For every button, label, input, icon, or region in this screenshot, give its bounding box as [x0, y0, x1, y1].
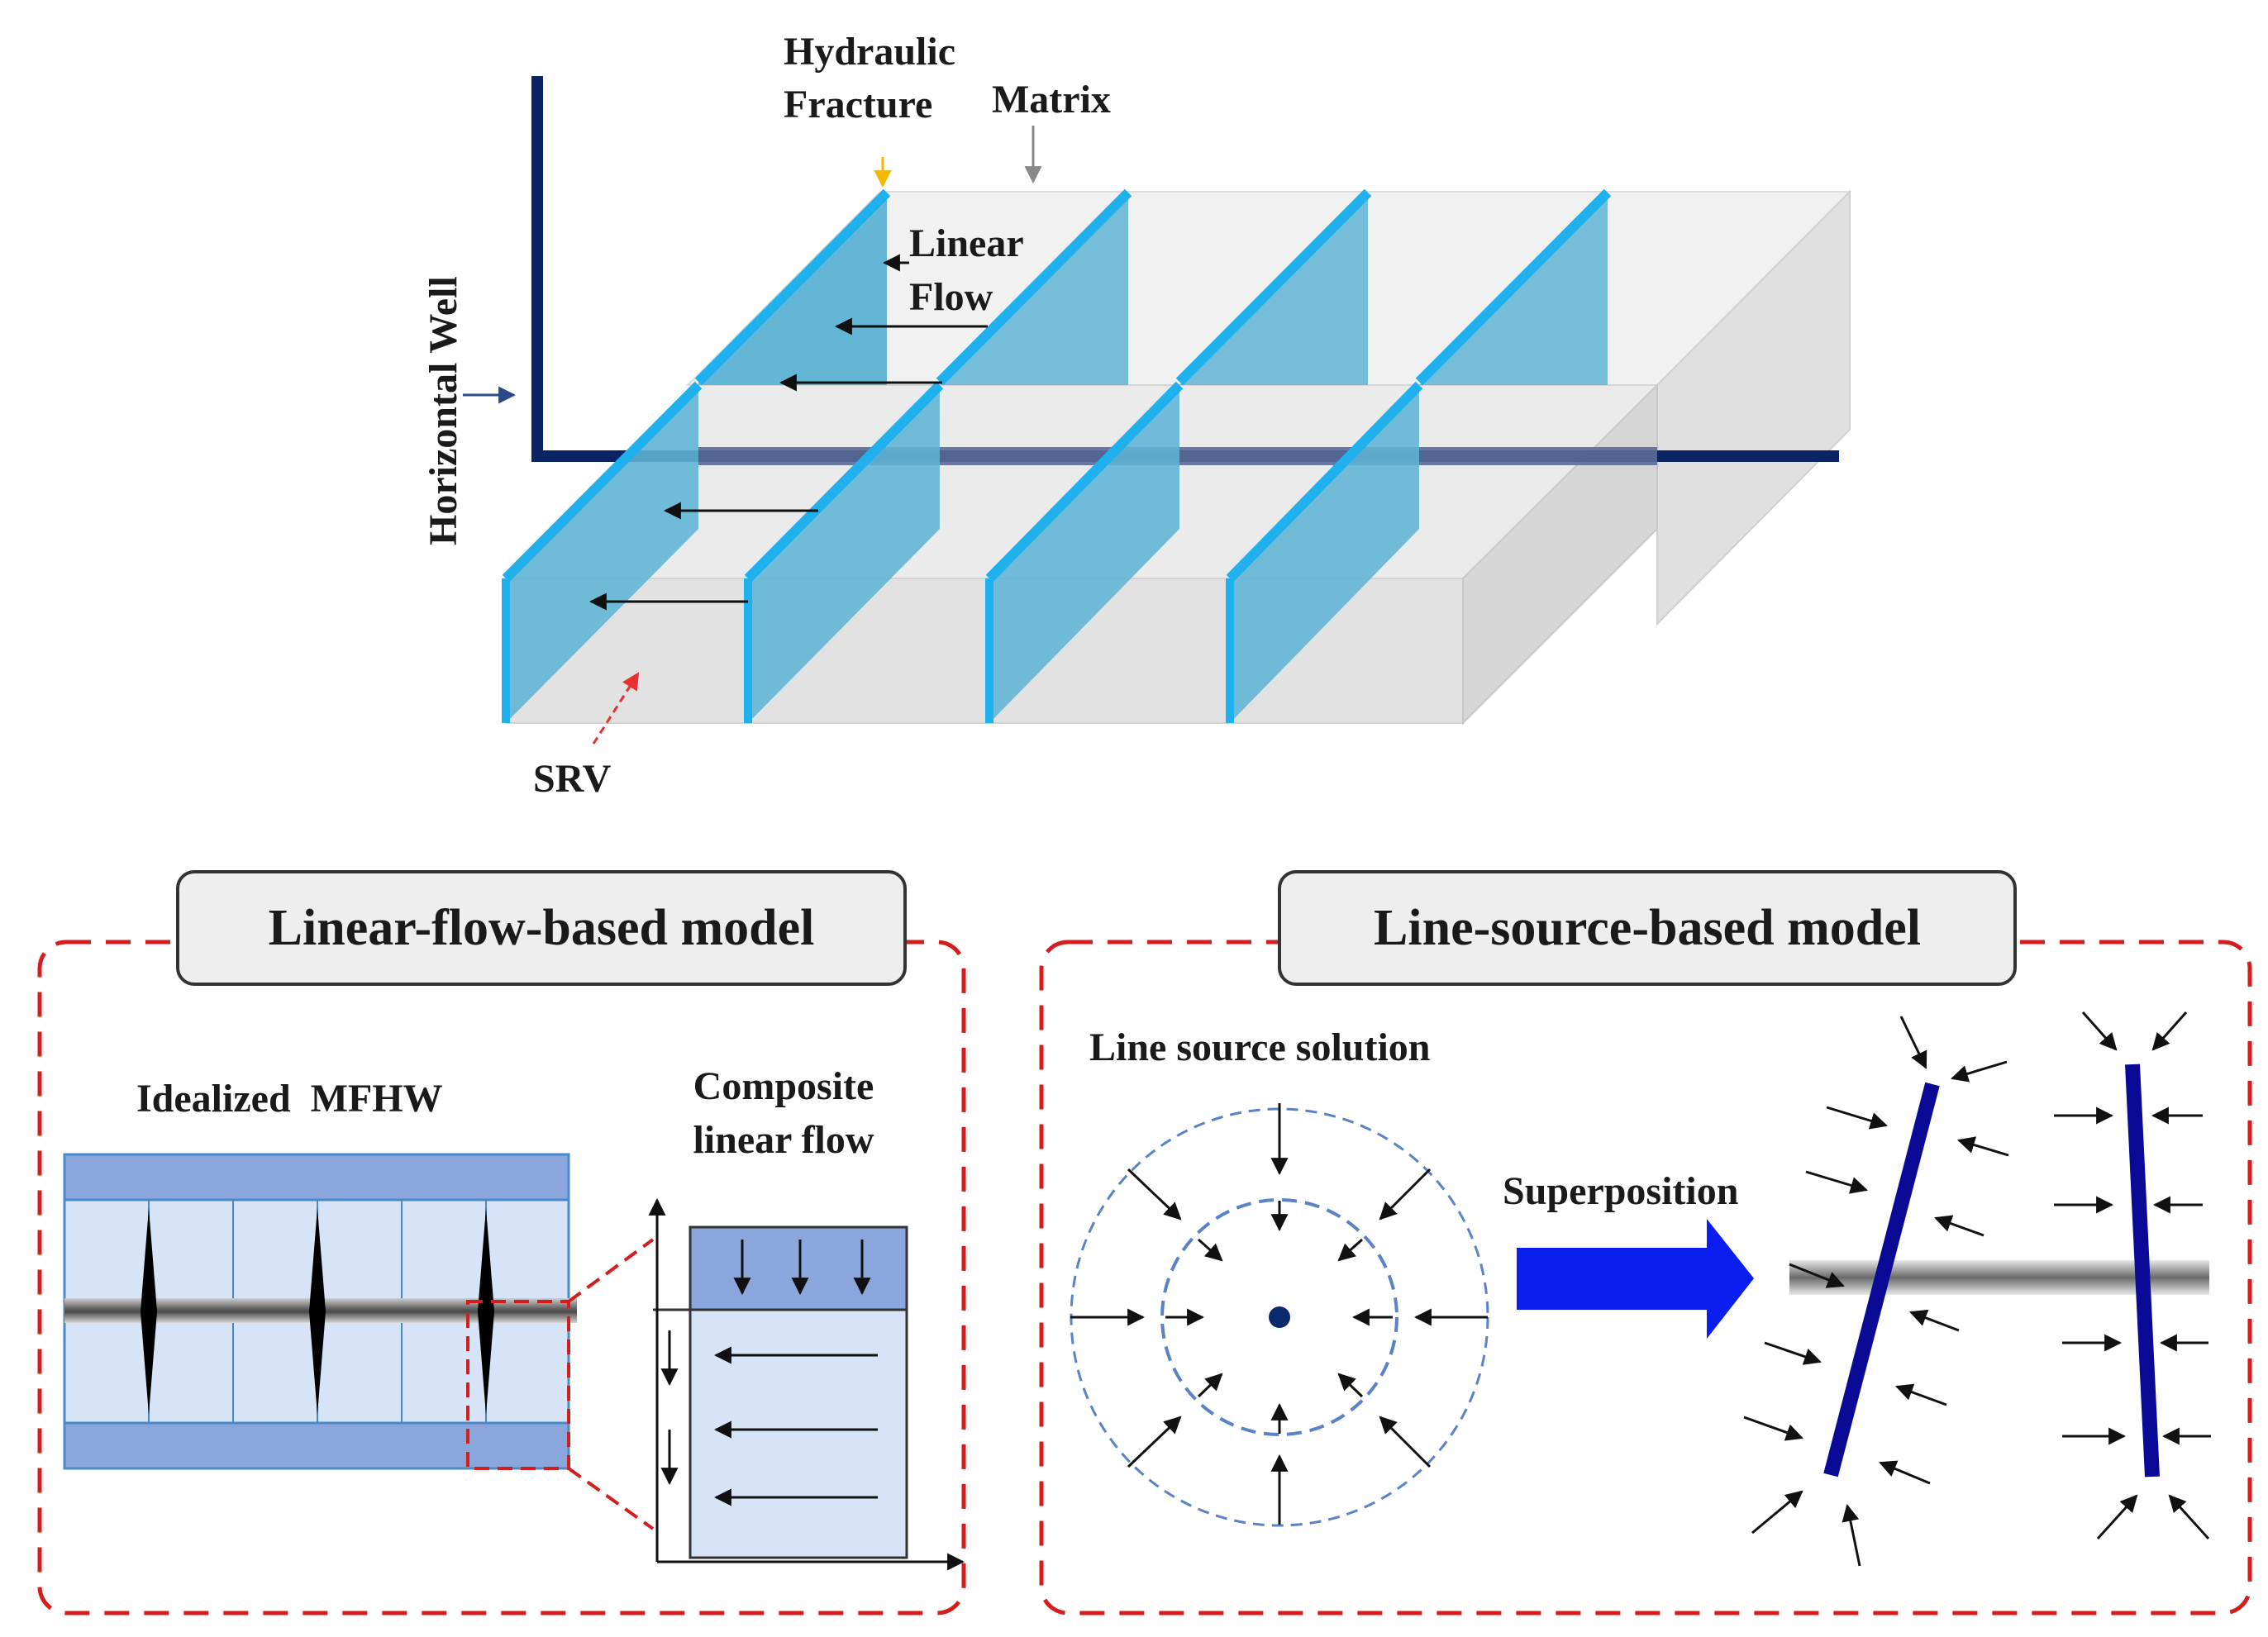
composite-label-2: linear flow	[693, 1118, 874, 1162]
srv-label: SRV	[533, 757, 612, 801]
fracture-line-vertical	[2125, 1064, 2160, 1478]
matrix-slab-side	[1656, 189, 1851, 626]
hydraulic-fracture-label-2: Fracture	[784, 83, 932, 126]
linear-flow-model-panel: Linear-flow-based model Idealized MFHW C…	[37, 870, 966, 1616]
left-panel-border	[37, 940, 966, 1616]
matrix-label: Matrix	[992, 78, 1111, 121]
linear-flow-label-2: Flow	[909, 275, 993, 319]
fracture-diamond-2	[309, 1208, 326, 1415]
fracture-diamond-3	[478, 1208, 494, 1415]
superposition-arrow	[1517, 1219, 1754, 1339]
superposition-label: Superposition	[1503, 1169, 1738, 1213]
line-source-model-panel: Line-source-based model Line source solu…	[1039, 870, 2252, 1616]
fracture-line-tilted	[1823, 1082, 1940, 1478]
right-panel-title: Line-source-based model	[1374, 900, 1921, 956]
zoom-box	[466, 1300, 570, 1470]
source-point	[1269, 1306, 1290, 1328]
linear-flow-arrows	[588, 254, 988, 611]
left-panel-title: Linear-flow-based model	[269, 900, 815, 956]
hydraulic-fracture-label-1: Hydraulic	[784, 30, 955, 74]
idealized-mfhw-label: Idealized MFHW	[136, 1077, 443, 1121]
front-fractures	[502, 381, 1423, 723]
left-panel-title-box	[176, 870, 907, 986]
fracture-inflow-arrows	[1743, 1011, 2211, 1567]
composite-linear-flow	[648, 1197, 965, 1571]
reservoir-3d-diagram: Hydraulic Fracture Matrix Linear Flow Ho…	[422, 30, 1852, 801]
line-source-circles	[1070, 1103, 1489, 1527]
idealized-mfhw-grid	[63, 1153, 655, 1530]
horizontal-well-label: Horizontal Well	[422, 276, 465, 545]
line-source-solution-label: Line source solution	[1089, 1026, 1431, 1069]
fracture-diamond-1	[141, 1208, 157, 1415]
right-panel-title-box	[1278, 870, 2017, 986]
composite-label-1: Composite	[693, 1064, 874, 1108]
back-fractures	[694, 188, 1612, 386]
linear-flow-label-1: Linear	[909, 221, 1024, 265]
srv-pointer	[592, 672, 640, 745]
